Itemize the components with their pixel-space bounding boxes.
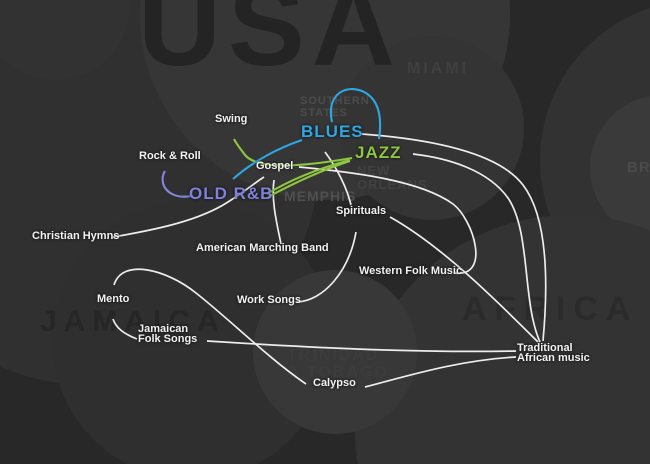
node-swing: Swing: [215, 113, 248, 125]
geo-label-trinidad-line1: TRINIDAD: [287, 347, 380, 364]
edge-western-folk-music-to-gospel: [298, 166, 477, 274]
node-american-marching-band: American Marching Band: [196, 242, 329, 254]
geo-label-trinidad-line2: & TOBAGO: [287, 363, 389, 381]
geo-label-southern-states: SOUTHERN STATES: [300, 95, 370, 119]
node-mento: Mento: [97, 293, 130, 305]
edge-old-rnb-to-jazz: [267, 160, 351, 198]
edge-calypso-to-mento: [113, 268, 307, 385]
node-spirituals: Spirituals: [336, 205, 387, 217]
edge-work-songs-to-spirituals: [296, 231, 357, 303]
edge-traditional-african-to-jamaican-folk-songs: [206, 340, 517, 353]
edge-american-marching-band-to-gospel: [272, 179, 282, 245]
node-traditional-african-music-line1: Traditional: [517, 342, 573, 354]
edge-traditional-african-to-spirituals: [389, 216, 539, 343]
background-circle-trinidad: [253, 270, 417, 434]
geo-label-miami: MIAMI: [407, 60, 470, 77]
geo-label-jamaica: JAMAICA: [40, 305, 226, 338]
geo-label-new-orleans-line1: NEW: [357, 163, 391, 178]
node-jazz: JAZZ: [355, 143, 402, 162]
geo-label-memphis: MEMPHIS: [284, 188, 357, 204]
edge-blues-to-jazz: [329, 88, 382, 140]
geo-label-southern-states-line2: STATES: [300, 106, 348, 119]
edge-jamaican-folk-songs-to-mento: [112, 318, 138, 340]
node-rock-and-roll: Rock & Roll: [139, 150, 201, 162]
node-traditional-african-music: Traditional African music: [517, 342, 590, 364]
edge-christian-hymns-to-gospel: [112, 176, 265, 238]
geo-label-bristol: BRISTOL: [627, 159, 650, 176]
edge-spirituals-to-blues: [324, 151, 352, 206]
edge-old-rnb-to-rock-and-roll: [161, 170, 192, 198]
node-blues: BLUES: [301, 122, 364, 141]
background-circle-miami: [340, 36, 524, 220]
geo-label-trinidad: TRINIDAD & TOBAGO: [287, 347, 389, 382]
node-christian-hymns: Christian Hymns: [32, 230, 120, 242]
geo-label-new-orleans: NEW ORLEANS: [357, 164, 428, 191]
edge-traditional-african-to-calypso: [364, 356, 517, 388]
edge-jazz-to-swing: [233, 138, 353, 167]
node-jamaican-folk-songs: Jamaican Folk Songs: [138, 323, 198, 345]
node-traditional-african-music-line2: African music: [517, 352, 590, 364]
edge-traditional-african-to-jazz: [412, 153, 541, 343]
edge-jazz-to-old-rnb: [266, 158, 351, 195]
node-work-songs: Work Songs: [237, 294, 301, 306]
node-jamaican-folk-songs-line2: Folk Songs: [138, 333, 198, 345]
node-old-rnb: OLD R&B: [189, 184, 274, 203]
geo-label-southern-states-line1: SOUTHERN: [300, 95, 370, 107]
edge-blues-to-old-rnb: [232, 139, 303, 180]
geo-label-new-orleans-line2: ORLEANS: [357, 176, 428, 192]
edge-traditional-african-to-blues: [361, 133, 547, 342]
geo-label-usa: USA: [138, 0, 402, 90]
node-western-folk-music: Western Folk Music: [359, 265, 463, 277]
node-jamaican-folk-songs-line1: Jamaican: [138, 323, 189, 335]
node-gospel: Gospel: [256, 160, 294, 172]
node-calypso: Calypso: [313, 377, 356, 389]
